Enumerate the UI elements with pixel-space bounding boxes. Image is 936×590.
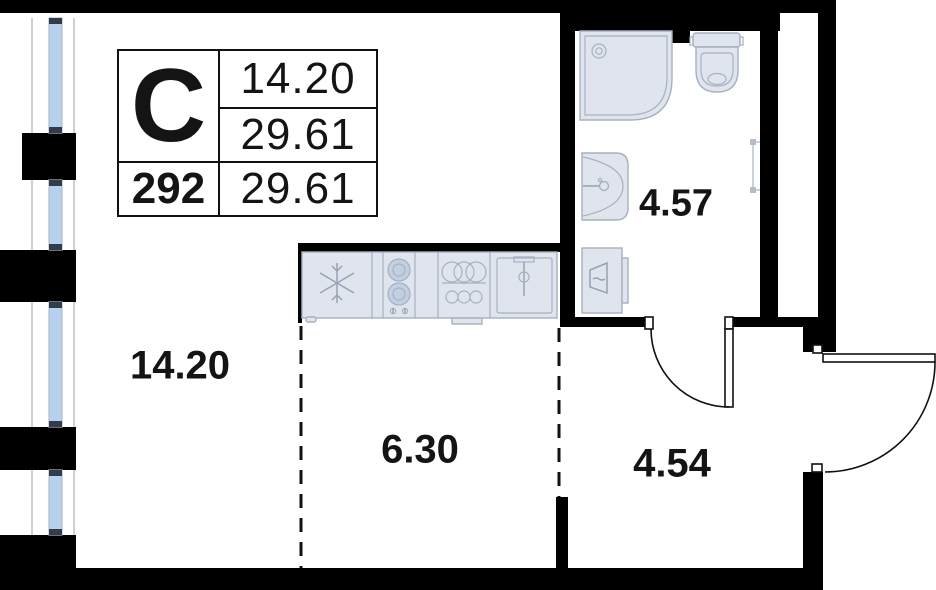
entry-door-jamb [812, 344, 823, 354]
shower-drain-icon [595, 47, 603, 55]
toilet-seat-line [700, 52, 734, 87]
wall-kitchen-top [298, 243, 568, 252]
wall-pier-b [0, 250, 76, 302]
wall-pier-a [22, 133, 76, 180]
dishwasher-foot [451, 317, 483, 325]
kitchen-counter [301, 251, 558, 319]
window-cap [49, 18, 62, 24]
wall-hall-stub [556, 497, 568, 568]
window-cap [49, 529, 62, 535]
shower-tray [579, 30, 673, 121]
bathroom-fixtures [579, 30, 760, 314]
bathroom-door-leaf [724, 328, 734, 408]
window-glass [48, 179, 63, 251]
stove-icon [387, 258, 411, 315]
wall-top [0, 0, 836, 13]
wall-outer-right [818, 0, 836, 352]
faucet-icon [598, 180, 610, 192]
bath-sink-inner-line [582, 156, 624, 217]
unit-living-area: 14.20 [240, 54, 356, 103]
window-glass [48, 301, 63, 428]
window-cap [49, 421, 62, 427]
washing-machine-door [621, 257, 629, 304]
kitchen-sink [496, 256, 553, 314]
windows [31, 17, 75, 536]
window-cap [49, 244, 62, 250]
unit-type-label: С [130, 48, 207, 164]
dishwasher-icon [441, 261, 487, 325]
wall-bathroom-left [560, 13, 575, 327]
unit-total-area: 29.61 [240, 110, 356, 159]
room-label-bathroom: 4.57 [639, 182, 713, 225]
window-cap [49, 180, 62, 186]
table-divider [218, 51, 220, 215]
washing-machine-icon-wave [592, 277, 606, 281]
unit-info-table: С 14.20 29.61 292 29.61 [117, 49, 378, 217]
fridge-foot [305, 316, 317, 323]
washing-machine-icon [589, 261, 608, 295]
wall-below-entry-door [803, 472, 823, 570]
table-divider [218, 107, 376, 109]
room-label-kitchen: 6.30 [381, 427, 459, 472]
unit-total-area-repeat: 29.61 [240, 164, 356, 213]
wall-bottom-left-block [0, 535, 76, 590]
wall-bathroom-top [560, 13, 780, 31]
window-cap [49, 302, 62, 308]
wall-kitchen-end-cap [298, 243, 302, 323]
bathroom-door-swing-arc [650, 328, 730, 408]
wall-bathroom-bottom-left [560, 317, 647, 327]
window-cap [49, 470, 62, 476]
window-glass [48, 469, 63, 536]
entry-door-swing-arc [824, 361, 936, 473]
wall-bathroom-right [760, 8, 778, 317]
bathroom-door-jamb [724, 316, 734, 330]
toilet-drain [707, 72, 727, 86]
window-cap [49, 127, 62, 133]
shower-inner-line [584, 35, 668, 116]
entry-door-jamb [811, 463, 823, 473]
table-divider [119, 161, 376, 163]
wall-bottom [60, 568, 823, 590]
unit-number: 292 [131, 164, 206, 213]
toilet-tank-tab [689, 36, 694, 46]
faucet-dot [597, 177, 603, 183]
towel-rail [750, 139, 760, 193]
wall-bathroom-bottom-right [727, 317, 818, 327]
room-label-hallway: 4.54 [633, 441, 711, 486]
wall-pier-c [0, 427, 76, 470]
toilet-tank-tab [739, 36, 744, 46]
doors [644, 316, 936, 473]
partition-lines [299, 326, 561, 568]
kitchen-fixtures [301, 251, 558, 325]
toilet-bowl [695, 46, 739, 93]
fridge-snowflake-icon [319, 263, 355, 303]
walls [0, 0, 836, 590]
toilet-tank [692, 32, 741, 48]
window-glass [48, 17, 63, 134]
room-label-living: 14.20 [129, 343, 231, 388]
entry-door-leaf [822, 353, 936, 363]
bathroom-door-jamb [644, 316, 654, 330]
shower-drain-icon [591, 43, 607, 59]
